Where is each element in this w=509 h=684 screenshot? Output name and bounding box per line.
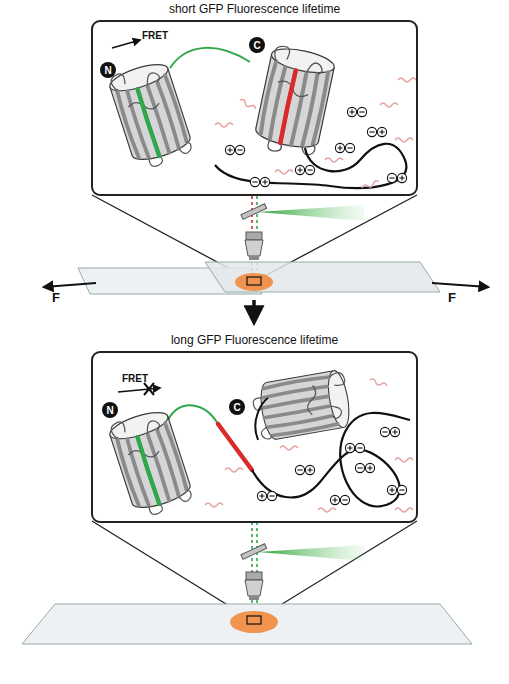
fret-label: FRET: [122, 373, 148, 384]
top-microscope: [44, 195, 488, 322]
terminus-marker: C: [229, 399, 245, 415]
terminus-marker: C: [249, 37, 265, 53]
terminus-letter: N: [104, 65, 111, 76]
force-label: F: [52, 291, 60, 305]
terminus-marker: N: [102, 402, 118, 418]
state-panel: long GFP Fluorescence lifetimeN C: [91, 333, 418, 523]
terminus-letter: C: [233, 402, 240, 413]
terminus-letter: N: [106, 405, 113, 416]
bottom-microscope: [22, 521, 472, 644]
top-proteins: [107, 40, 416, 190]
panel-title: short GFP Fluorescence lifetime: [91, 2, 418, 17]
force-label: F: [448, 291, 456, 305]
terminus-marker: N: [100, 62, 116, 78]
panel-title: long GFP Fluorescence lifetime: [91, 333, 418, 348]
bottom-proteins: [107, 369, 413, 520]
state-panel: short GFP Fluorescence lifetimeN C: [91, 2, 418, 196]
terminus-letter: C: [253, 40, 260, 51]
fret-label: FRET: [142, 30, 168, 41]
